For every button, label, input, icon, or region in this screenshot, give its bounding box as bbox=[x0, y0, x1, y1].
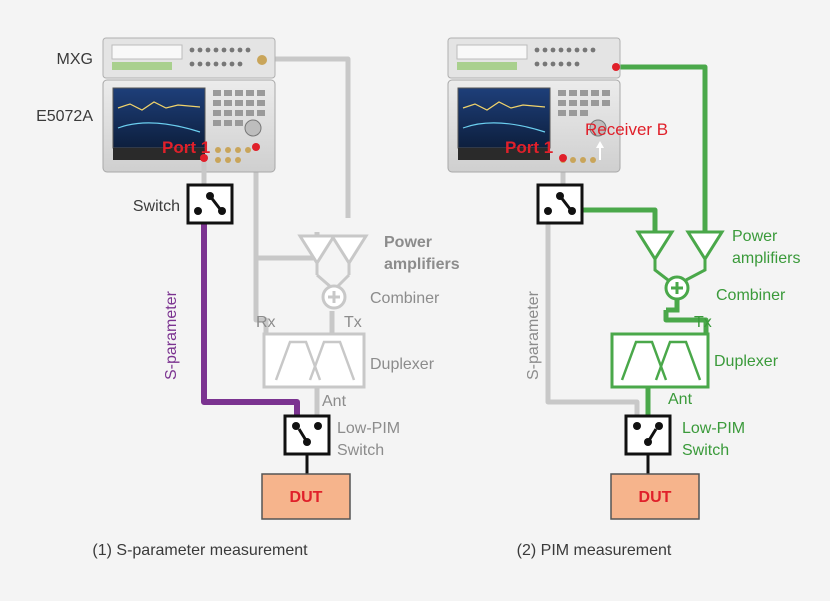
power-amplifiers-label-line1: Power bbox=[732, 228, 778, 245]
mxg-to-amplifier-path bbox=[268, 56, 351, 218]
low-pim-switch bbox=[283, 414, 331, 474]
port1-connector bbox=[559, 154, 567, 162]
dut-box: DUT bbox=[261, 473, 351, 520]
mxg-instrument bbox=[102, 37, 276, 79]
switch bbox=[536, 183, 584, 225]
switch-to-amplifier-path bbox=[578, 207, 658, 232]
duplexer bbox=[610, 332, 710, 389]
dut-label: DUT bbox=[290, 489, 323, 506]
mxg-to-amplifier-path bbox=[616, 64, 708, 232]
s-parameter-label: S-parameter bbox=[163, 290, 180, 380]
power-amplifiers bbox=[297, 234, 369, 275]
e5072a-instrument bbox=[102, 79, 276, 173]
right-setup: DUT Port 1 Receiver B Power amplifiers C… bbox=[447, 37, 800, 559]
tx-label: Tx bbox=[694, 314, 712, 331]
panel-caption: (2) PIM measurement bbox=[517, 542, 672, 559]
low-pim-label-line1: Low-PIM bbox=[337, 420, 400, 437]
s-parameter-path bbox=[201, 222, 300, 416]
rx-label: Rx bbox=[256, 314, 276, 331]
tx-label: Tx bbox=[344, 314, 362, 331]
receiver-b-label: Receiver B bbox=[585, 120, 668, 139]
power-amplifiers-label-line1: Power bbox=[384, 234, 432, 251]
port1-connector bbox=[200, 154, 208, 162]
rf-out-port bbox=[612, 63, 620, 71]
e5072a-label: E5072A bbox=[36, 108, 93, 125]
low-pim-label-line1: Low-PIM bbox=[682, 420, 745, 437]
duplexer-label: Duplexer bbox=[370, 356, 435, 373]
dut-box: DUT bbox=[610, 473, 700, 520]
rf-out-port bbox=[252, 143, 260, 151]
green-paths bbox=[578, 64, 709, 418]
duplexer bbox=[262, 332, 366, 389]
mxg-label: MXG bbox=[57, 51, 93, 68]
dut-label: DUT bbox=[639, 489, 672, 506]
mxg-instrument bbox=[447, 37, 621, 79]
port1-label: Port 1 bbox=[505, 138, 553, 157]
power-amplifiers-label-line2: amplifiers bbox=[384, 256, 460, 273]
e5072a-instrument bbox=[447, 79, 621, 173]
ant-label: Ant bbox=[668, 391, 693, 408]
low-pim-label-line2: Switch bbox=[682, 442, 729, 459]
ant-label: Ant bbox=[322, 393, 347, 410]
port1-label: Port 1 bbox=[162, 138, 210, 157]
switch bbox=[186, 162, 234, 225]
low-pim-label-line2: Switch bbox=[337, 442, 384, 459]
combiner bbox=[664, 275, 690, 313]
switch-label: Switch bbox=[133, 198, 180, 215]
power-amplifiers bbox=[635, 230, 725, 282]
s-parameter-path bbox=[545, 200, 640, 416]
low-pim-switch bbox=[624, 414, 672, 474]
duplexer-label: Duplexer bbox=[714, 353, 779, 370]
s-parameter-label: S-parameter bbox=[525, 290, 542, 380]
combiner bbox=[316, 273, 351, 310]
combiner-label: Combiner bbox=[370, 290, 440, 307]
combiner-label: Combiner bbox=[716, 287, 786, 304]
panel-caption: (1) S-parameter measurement bbox=[92, 542, 308, 559]
tx-path bbox=[663, 310, 709, 334]
left-setup: DUT MXG E5072A Switch Port 1 Power ampli… bbox=[36, 37, 460, 559]
power-amplifiers-label-line2: amplifiers bbox=[732, 250, 800, 267]
